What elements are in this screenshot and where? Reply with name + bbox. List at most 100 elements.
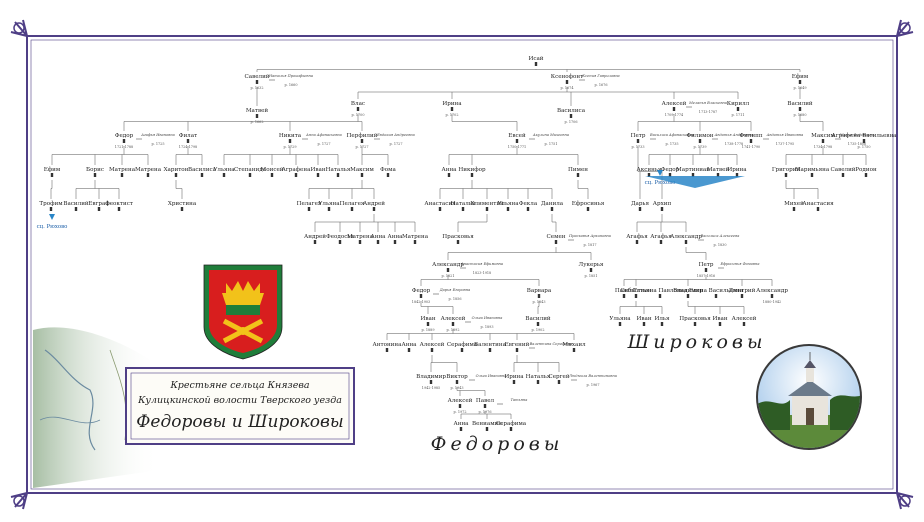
person-name: Василиса [188,167,217,173]
generation-marker [647,173,651,177]
person-name: Ефросинья [572,200,605,207]
generation-marker [180,207,184,211]
generation-marker [816,207,820,211]
person-dates: р. 1649 [794,86,807,90]
person-name: Агафья [626,233,648,240]
connector-viktor [456,387,486,396]
connector-konst [357,87,739,106]
generation-marker [635,240,639,244]
person-node: Андрей [304,234,326,244]
generation-marker [634,294,638,298]
person-dates: р. 1892 [447,328,460,332]
person-name: Пимен [568,167,588,173]
person-dates: 1880-1942 [763,300,781,304]
person-name: Анна [401,342,417,348]
corner-ornament-bl [10,492,28,510]
person-dates: 1857-1916 [697,274,715,278]
spouse-name: Авдотья Ивановна [766,133,804,137]
spouse-dates: р. 1817 [584,243,597,247]
relocation-note-text: сц. Рюхово [37,224,68,230]
person-name: Григорий [772,167,801,173]
connector-alexandr1 [685,247,707,260]
connector-vladimir1 [687,301,745,314]
spouse-name: Меланья Власьевна [688,101,727,105]
person-name: Агафья [650,233,672,240]
person-name: Христина [168,201,197,207]
person-name: Моисей [261,167,284,173]
person-dates: р. 1976 [479,410,492,414]
person-node: Алексей [420,342,445,352]
person-name: Анна [441,167,457,173]
connector-arkhip [636,214,687,232]
person-name: Фома [380,167,396,173]
person-node: Наталья [526,374,551,384]
spouse-name: Ефросинья Фомовна [720,262,760,266]
generation-marker [638,207,642,211]
generation-marker [506,207,510,211]
person-name: Вениамин [472,421,502,427]
generation-marker [74,207,78,211]
generation-marker [704,268,708,272]
person-node: Христина [168,201,197,211]
corner-ornament-tr [896,19,914,37]
person-node: Анна [370,234,386,244]
person-node: Серафима [447,341,478,352]
connector-nikita [223,146,339,165]
person-name: Аграфена [282,166,311,173]
generation-marker [698,139,702,143]
generation-marker [200,173,204,177]
person-dates: р. 1711 [732,113,745,117]
generation-marker [248,173,252,177]
person-name: Ульяна [213,167,235,173]
person-dates: р. 1750 [858,145,871,149]
generation-marker [716,173,720,177]
generation-marker [307,207,311,211]
banner-line-1: Крестьяне сельца Князева [169,380,309,391]
generation-marker [512,380,516,384]
generation-marker [336,173,340,177]
generation-marker [483,404,487,408]
person-dates: р. 1727 [356,145,369,149]
generation-marker [356,107,360,111]
person-dates: р. 1733 [632,145,645,149]
person-name: Василий [63,201,89,207]
person-name: Виктор [446,374,468,380]
person-name: Михаил [562,342,586,348]
person-node: Михей [784,201,804,211]
person-node: Аксинья [637,167,662,177]
person-name: Евгений [505,342,530,348]
title-banner: Крестьяне сельца Князева Кулицкинской во… [125,367,355,445]
generation-marker [451,322,455,326]
person-name: Аграфена Васильевна [831,132,897,139]
person-name: Андрей [363,201,385,207]
person-node: Матрена [402,234,429,244]
person-node: Наталья [451,201,476,211]
spouse-dates: р. 1893 [481,325,494,329]
generation-marker [515,139,519,143]
generation-marker [360,139,364,143]
relocation-note: сц. Рюхово [645,170,675,186]
generation-marker [841,173,845,177]
generation-marker [186,139,190,143]
person-name: Анастасия [802,201,834,207]
generation-marker [798,107,802,111]
relocation-note: сц. Рюхово [37,214,68,230]
spouse-name: Марья Федоровна [839,133,874,137]
person-node: Ульяна [497,201,519,211]
generation-marker [456,240,460,244]
person-name: Перфилий [347,132,378,139]
person-name: Пелагея [297,201,322,207]
person-dates: 1709-1774 [665,113,683,117]
person-name: Матрена [109,167,136,173]
person-name: Матрена [402,234,429,240]
person-node: Анна [387,234,403,244]
person-name: Ксенофонт [551,73,583,80]
